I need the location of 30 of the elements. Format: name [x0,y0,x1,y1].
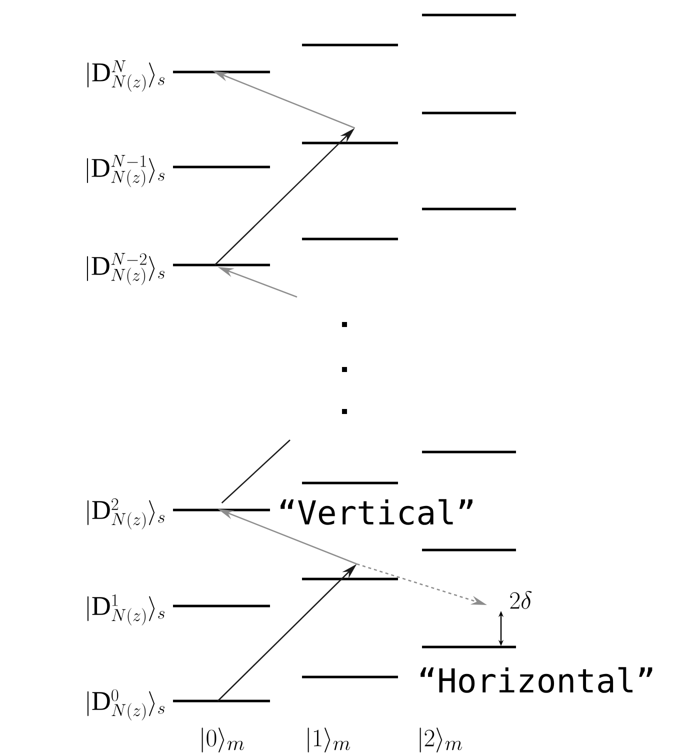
annotation-text: “Vertical” [280,499,472,525]
state-label: $|\mathrm{D}^{0}_{N(z)}\rangle_{s}$ [87,689,164,720]
state-label: $|\mathrm{D}^{N-1}_{N(z)}\rangle_{s}$ [87,154,164,188]
energy-level [422,14,516,16]
math-label: $|1\rangle_{m}$ [308,728,350,752]
state-label: $|\mathrm{D}^{2}_{N(z)}\rangle_{s}$ [87,498,164,530]
energy-level [302,482,398,484]
math-label: $|2\rangle_{m}$ [420,728,462,752]
state-label: $|\mathrm{D}^{N-2}_{N(z)}\rangle_{s}$ [87,252,164,286]
energy-level [422,548,516,552]
state-label: $|\mathrm{D}^{1}_{N(z)}\rangle_{s}$ [87,594,164,626]
energy-level [422,112,516,114]
energy-level [173,166,270,168]
energy-level [173,70,270,74]
energy-level [173,604,270,608]
annotation-text: “Horizontal” [420,667,652,693]
energy-level [302,676,398,678]
math-label: $|0\rangle_{m}$ [202,728,244,752]
energy-level [173,700,270,702]
math-label: $2\delta$ [510,590,532,609]
state-label: $|\mathrm{D}^{N}_{N(z)}\rangle_{s}$ [87,60,164,92]
energy-level [422,208,516,210]
energy-level [302,238,398,240]
energy-level [173,508,270,512]
energy-level [173,264,270,266]
transition-line [221,440,290,504]
energy-level [422,450,516,454]
energy-level [302,578,398,580]
energy-level [302,142,398,144]
energy-level [302,44,398,46]
